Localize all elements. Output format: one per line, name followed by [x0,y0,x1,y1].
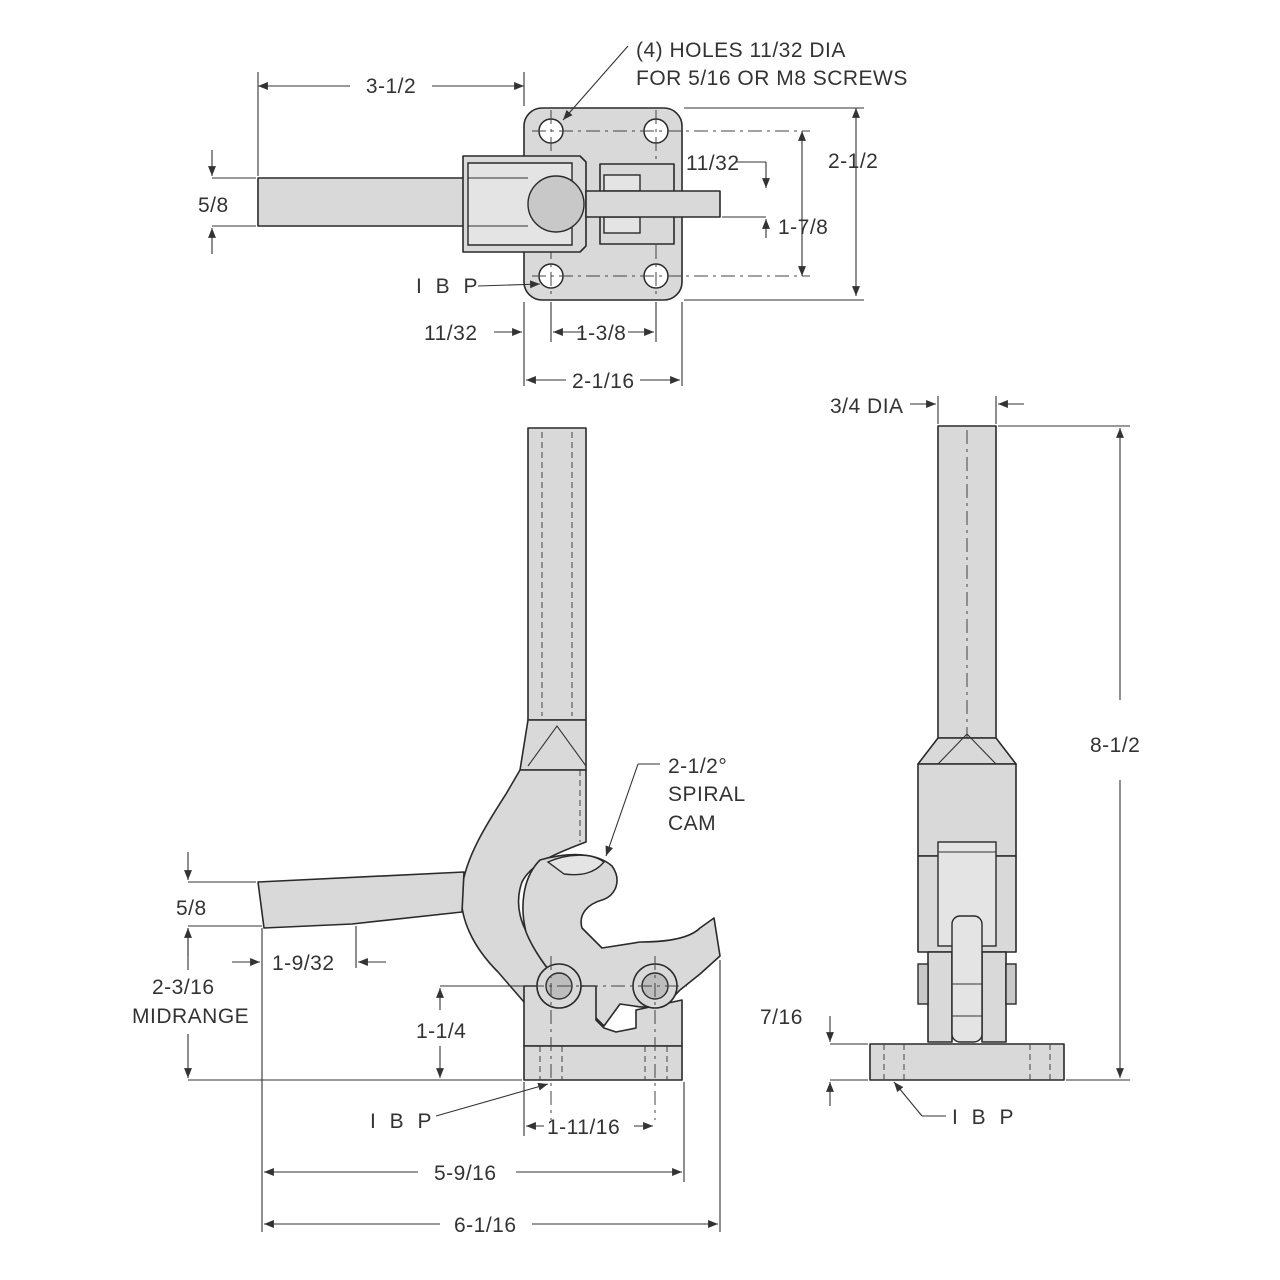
dim-handle-dia: 3/4 DIA [830,395,904,418]
dim-top-length: 3-1/2 [366,75,416,98]
holes-note-line1: (4) HOLES 11/32 DIA [636,39,846,62]
dim-base-width: 2-1/16 [572,370,635,393]
dim-base-height: 2-1/2 [828,150,878,173]
ibp-top: I B P [416,275,482,298]
dim-overall-length: 6-1/16 [454,1214,517,1237]
dim-hole-spacing-v: 1-7/8 [778,216,828,239]
dim-handle-width-top: 5/8 [198,194,229,217]
side-link-right [981,951,1007,1043]
midrange-line2: MIDRANGE [132,1005,249,1028]
cam-line2: SPIRAL [668,783,746,806]
dim-slot-width: 11/32 [686,152,740,175]
dim-hole-spacing-h: 1-3/8 [576,322,626,345]
side-base-plate [869,1043,1065,1081]
front-horizontal-arm [257,871,465,929]
dim-base-thickness: 7/16 [760,1006,803,1029]
top-pivot-ball [527,175,585,233]
side-upper-body [917,763,1017,857]
front-view: 2-1/2° SPIRAL CAM 5/8 1-9/32 2-3/16 MIDR… [132,427,746,1237]
front-base-plate [523,1045,683,1081]
cam-line1: 2-1/2° [668,755,727,778]
holes-note-line2: FOR 5/16 OR M8 SCREWS [636,67,908,90]
dim-pivot-height: 1-1/4 [416,1020,466,1043]
side-link-left [927,951,953,1043]
ibp-front: I B P [370,1110,436,1133]
cam-line3: CAM [668,812,716,835]
side-handle-shaft [937,425,997,739]
front-vertical-handle [527,427,587,721]
dim-arm-thickness: 5/8 [176,897,207,920]
dim-pivot-spacing: 1-11/16 [547,1116,620,1139]
dim-overall-height: 8-1/2 [1090,734,1140,757]
side-roller [951,915,983,1043]
dim-arm-offset: 1-9/32 [272,952,335,975]
dim-edge-offset: 11/32 [424,322,478,345]
top-view: 3-1/2 (4) HOLES 11/32 DIA FOR 5/16 OR M8… [198,39,908,393]
side-view: 3/4 DIA 8-1/2 7/16 I B P [760,395,1140,1129]
dim-reach: 5-9/16 [434,1162,497,1185]
ibp-side: I B P [952,1106,1018,1129]
top-plunger [585,190,721,218]
top-handle-bar [257,177,469,227]
midrange-line1: 2-3/16 [152,976,215,999]
